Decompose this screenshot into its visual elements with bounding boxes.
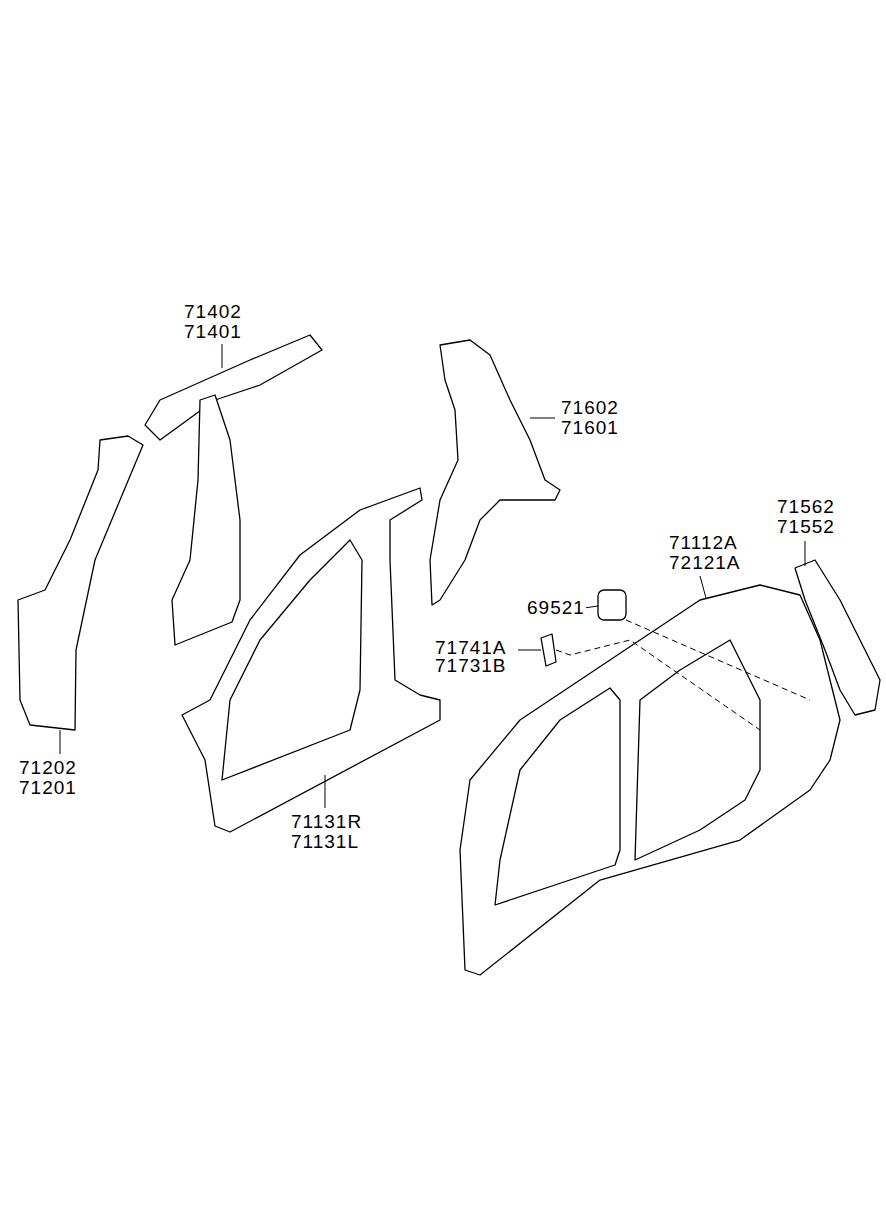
a-pillar-inner [18,436,143,730]
callout-number: 71131L [290,832,360,852]
callout-number: 71112A [668,533,739,553]
leader-line [518,650,541,651]
dashed-leader [626,620,810,700]
callout-number: 71201 [18,778,78,798]
callout-number: 72121A [668,553,742,573]
callout-number: 71401 [183,322,243,342]
callout-number: 71741A [434,638,508,658]
callout-number: 71552 [776,517,836,537]
callout-number: 71131R [290,812,363,832]
callout-number: 71402 [183,302,243,322]
callout-number: 71731B [434,656,508,676]
leader-line [805,541,806,566]
leader-line [325,775,326,808]
callout-number: 71562 [776,497,836,517]
side-inner-frame [182,488,440,832]
rear-door-opening [635,640,760,860]
leader-line [60,730,61,754]
door-opening [222,540,362,780]
b-pillar-inner [172,395,240,645]
dashed-leader [556,640,760,730]
fuel-door [598,590,626,620]
rear-quarter-inner [430,340,560,605]
callout-number: 69521 [526,598,586,618]
front-door-opening [495,688,620,905]
small-bracket [541,634,556,666]
leader-line [700,576,706,598]
rear-quarter-extension [795,560,880,715]
leader-line [530,418,555,419]
roof-rail-inner [145,335,322,440]
leader-line [222,344,223,368]
leader-line [584,606,598,608]
side-outer-panel [460,585,840,975]
callout-number: 71602 [560,398,620,418]
callout-number: 71601 [560,418,620,438]
callout-number: 71202 [18,758,78,778]
